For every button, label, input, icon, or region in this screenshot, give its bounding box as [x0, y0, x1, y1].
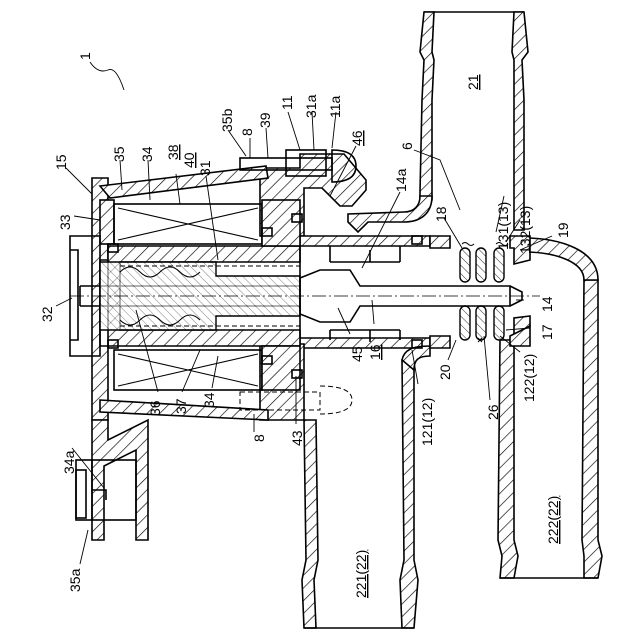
connector-housing — [76, 420, 148, 540]
label-32: 32 — [39, 306, 55, 322]
label-39: 39 — [257, 112, 273, 128]
label-46: 46 — [349, 130, 365, 146]
label-1: 1 — [77, 52, 93, 60]
label-121: 121(12) — [419, 398, 435, 446]
label-45: 45 — [349, 346, 365, 362]
label-35b: 35b — [219, 108, 235, 132]
label-19: 19 — [555, 222, 571, 238]
label-14: 14 — [539, 296, 555, 312]
label-43: 43 — [289, 430, 305, 446]
label-40: 40 — [181, 152, 197, 168]
body-interior — [300, 246, 400, 342]
label-21: 21 — [465, 74, 481, 90]
outlet-pipe-21 — [420, 12, 528, 230]
label-34-top: 34 — [139, 146, 155, 162]
label-221: 221(22) — [353, 550, 369, 598]
label-6: 6 — [399, 142, 415, 150]
label-34-bottom: 34 — [201, 392, 217, 408]
label-14a: 14a — [393, 168, 409, 192]
label-17: 17 — [539, 324, 555, 340]
label-34a: 34a — [61, 450, 77, 474]
label-38: 38 — [165, 144, 181, 160]
label-132: 132(13) — [517, 206, 533, 254]
label-18: 18 — [433, 206, 449, 222]
label-35: 35 — [111, 146, 127, 162]
label-36: 36 — [147, 400, 163, 416]
label-31a: 31a — [303, 94, 319, 118]
label-37: 37 — [173, 398, 189, 414]
label-26: 26 — [485, 404, 501, 420]
label-33: 33 — [57, 214, 73, 230]
label-20: 20 — [437, 364, 453, 380]
label-11a: 11a — [327, 95, 343, 118]
pipe-elbow-wall — [348, 196, 432, 232]
label-11: 11 — [279, 95, 295, 110]
label-222: 222(22) — [545, 496, 561, 544]
label-15: 15 — [53, 154, 69, 170]
label-8-bottom: 8 — [251, 434, 267, 442]
label-8-top: 8 — [239, 128, 255, 136]
label-35a: 35a — [67, 568, 83, 592]
label-122: 122(12) — [521, 354, 537, 402]
label-31: 31 — [197, 160, 213, 176]
label-16: 16 — [367, 344, 383, 360]
valve-discs — [460, 248, 504, 340]
